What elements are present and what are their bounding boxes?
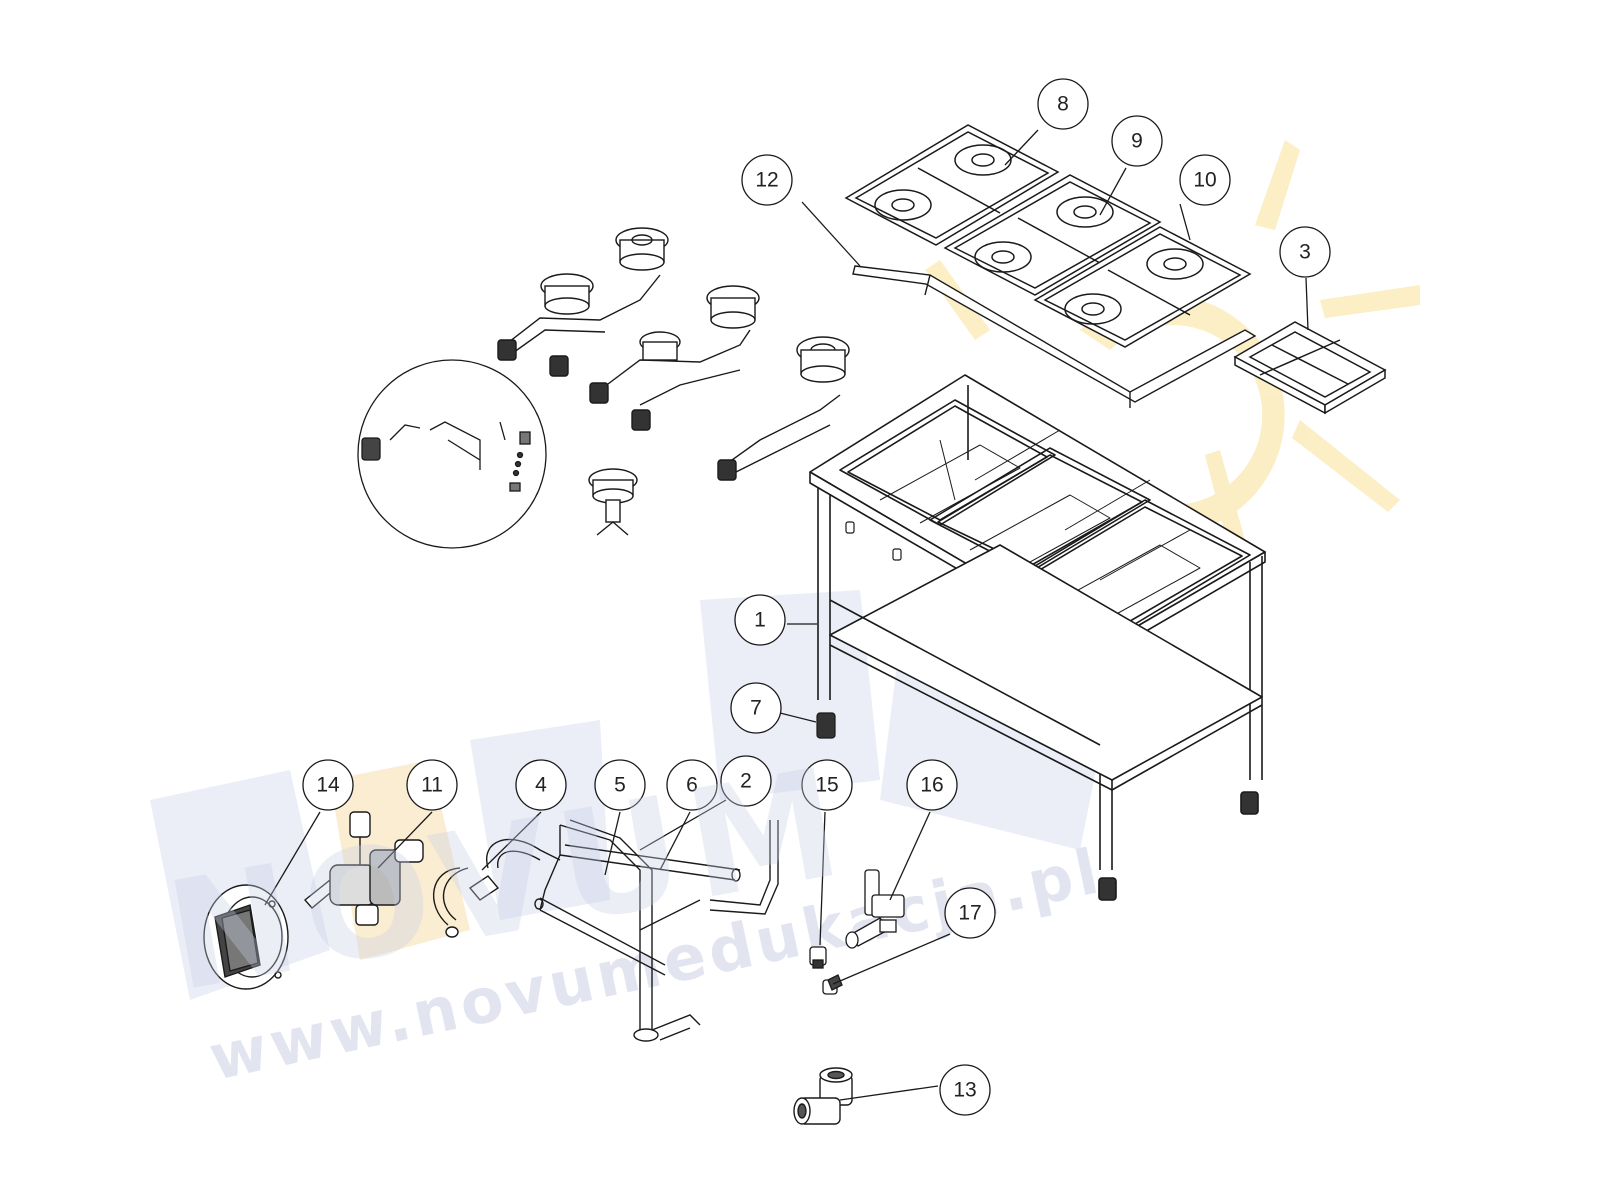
- svg-text:10: 10: [1193, 169, 1216, 192]
- callout-6: 6: [666, 759, 718, 811]
- callout-5: 5: [594, 759, 646, 811]
- part-feet: [1098, 791, 1259, 901]
- callout-13: 13: [939, 1064, 991, 1116]
- part-rail: [852, 265, 1257, 408]
- part-tray-10: [1033, 226, 1252, 348]
- callout-15: 15: [801, 759, 853, 811]
- svg-text:5: 5: [614, 774, 626, 797]
- callout-1: 1: [734, 594, 786, 646]
- part-elbow-13: [793, 1067, 853, 1125]
- callout-8: 8: [1037, 78, 1089, 130]
- callout-12: 12: [741, 154, 793, 206]
- part-gas-valve: [303, 811, 424, 926]
- callout-3: 3: [1279, 226, 1331, 278]
- svg-text:3: 3: [1299, 241, 1311, 264]
- svg-text:14: 14: [316, 774, 340, 797]
- part-leg-foot-7: [816, 712, 836, 739]
- svg-text:16: 16: [920, 774, 943, 797]
- svg-text:17: 17: [958, 902, 981, 925]
- svg-text:11: 11: [421, 774, 443, 797]
- callout-2: 2: [720, 755, 772, 807]
- svg-text:12: 12: [755, 169, 778, 192]
- callout-14: 14: [302, 759, 354, 811]
- svg-text:9: 9: [1131, 130, 1143, 153]
- part-tray-8: [844, 124, 1060, 246]
- svg-text:4: 4: [535, 774, 547, 797]
- part-pan-support: [1233, 321, 1387, 415]
- callout-4: 4: [515, 759, 567, 811]
- part-fitting-15: [809, 946, 827, 969]
- callout-16: 16: [906, 759, 958, 811]
- svg-text:1: 1: [754, 609, 766, 632]
- callout-7: 7: [730, 682, 782, 734]
- part-thermocouple-16: [845, 869, 905, 949]
- svg-text:13: 13: [953, 1079, 976, 1102]
- callout-10: 10: [1179, 154, 1231, 206]
- callout-11: 11: [406, 759, 458, 811]
- svg-text:2: 2: [740, 770, 752, 793]
- leader-lines: [264, 129, 1309, 1101]
- detail-view-circle: [357, 359, 547, 549]
- part-nozzle-17: [822, 974, 843, 995]
- part-burner-assemblies: [497, 227, 850, 536]
- part-knob: [203, 884, 289, 990]
- part-gas-pipes: [432, 819, 779, 1042]
- callout-17: 17: [944, 887, 996, 939]
- svg-text:15: 15: [815, 774, 838, 797]
- svg-text:8: 8: [1057, 93, 1069, 116]
- part-frame-table: [809, 374, 1266, 901]
- watermark-letter-u: [700, 590, 880, 800]
- callout-9: 9: [1111, 115, 1163, 167]
- svg-text:6: 6: [686, 774, 698, 797]
- svg-text:7: 7: [750, 697, 762, 720]
- callout-bubbles: 1 2 3 4 5 6 7 8 9 10 11 12 13 14 15 16 1…: [302, 78, 1331, 1116]
- watermark-letter-v: [470, 720, 610, 920]
